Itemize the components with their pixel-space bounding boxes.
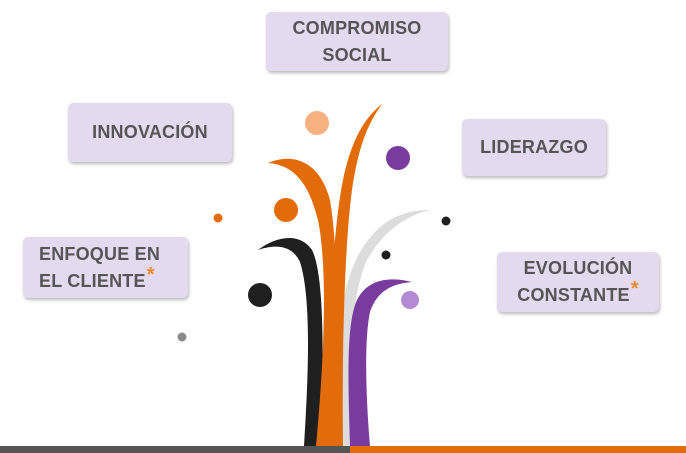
dot-light-orange <box>305 111 329 135</box>
dot-purple <box>386 146 410 170</box>
value-box-enfoque-cliente: ENFOQUE EN EL CLIENTE* <box>23 237 188 298</box>
value-label-line: SOCIAL <box>322 44 392 65</box>
value-box-liderazgo: LIDERAZGO <box>462 119 606 176</box>
grey-stem <box>333 210 430 446</box>
value-label: LIDERAZGO <box>480 137 588 157</box>
value-label-line: CONSTANTE <box>517 285 630 305</box>
value-box-innovacion: INNOVACIÓN <box>68 103 232 162</box>
black-stem <box>258 237 323 446</box>
orange-right-branch <box>326 104 382 446</box>
value-box-evolucion-constante: EVOLUCIÓN CONSTANTE* <box>497 252 659 312</box>
dot-black <box>248 283 272 307</box>
value-label-line: ENFOQUE EN <box>39 243 161 264</box>
purple-stem <box>348 279 412 446</box>
value-box-compromiso-social: COMPROMISO SOCIAL <box>266 12 448 71</box>
asterisk-marker: * <box>146 263 155 286</box>
value-label: INNOVACIÓN <box>92 122 208 142</box>
value-label-line: EVOLUCIÓN <box>523 258 633 278</box>
dot-orange <box>274 198 298 222</box>
dot-small-dark-right <box>441 216 451 226</box>
value-label-line: EL CLIENTE <box>39 270 146 291</box>
asterisk-marker: * <box>630 278 639 300</box>
dot-small-orange <box>213 213 223 223</box>
value-label-line: COMPROMISO <box>292 17 422 38</box>
ground-line-grey <box>0 446 350 453</box>
dot-light-purple <box>401 291 419 309</box>
dot-small-dark-center <box>381 250 391 260</box>
dot-small-grey <box>177 332 187 342</box>
ground-line-orange <box>350 446 686 453</box>
